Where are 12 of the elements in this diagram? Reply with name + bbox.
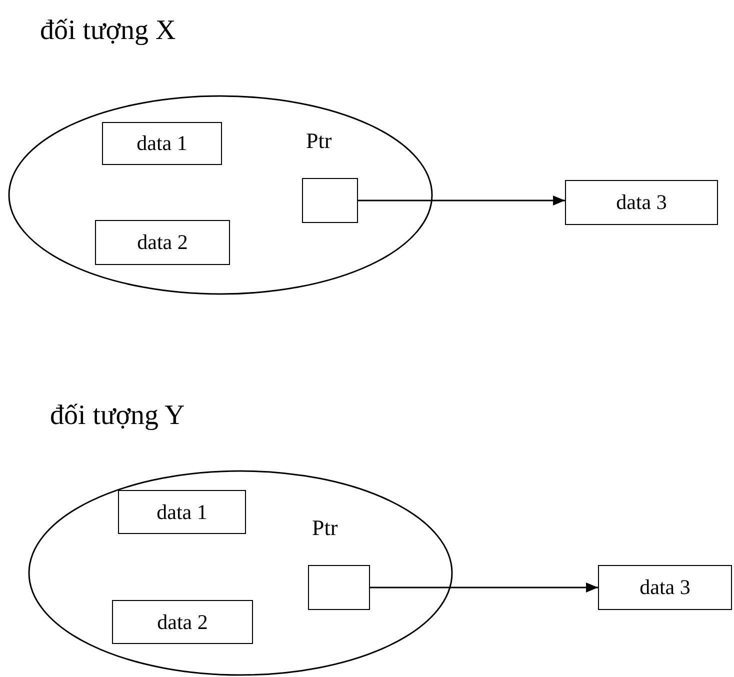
pointer-label: Ptr bbox=[312, 515, 338, 541]
pointer-label: Ptr bbox=[306, 128, 332, 154]
data-box: data 2 bbox=[95, 220, 230, 265]
data-box: data 3 bbox=[565, 180, 718, 225]
data-box: data 1 bbox=[118, 490, 246, 534]
arrow bbox=[370, 582, 598, 592]
object-title: đối tượng Y bbox=[50, 400, 185, 432]
arrow bbox=[358, 196, 565, 206]
data-box: data 2 bbox=[112, 600, 253, 644]
data-box: data 3 bbox=[598, 565, 732, 610]
data-box: data 1 bbox=[102, 122, 222, 165]
object-title: đối tượng X bbox=[40, 15, 176, 47]
